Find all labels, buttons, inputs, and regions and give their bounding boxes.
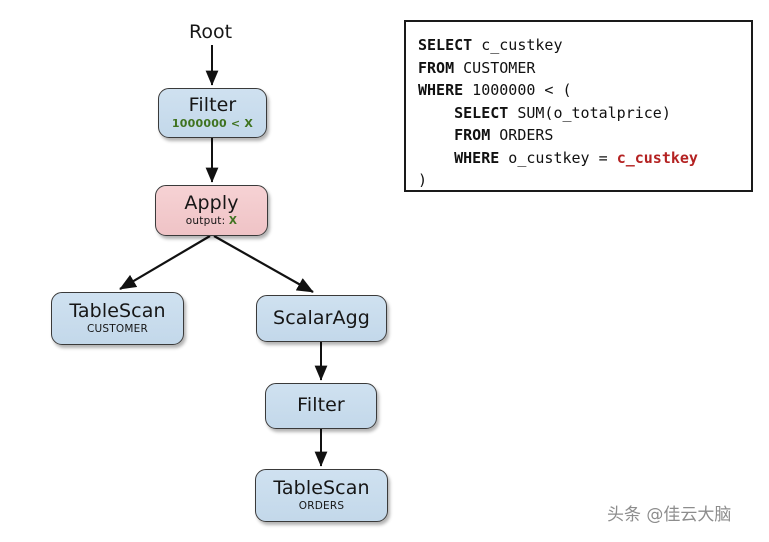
- edge-apply-to-scalaragg: [213, 235, 314, 293]
- sql-text: c_custkey: [472, 36, 563, 54]
- node-apply-output: output: X: [186, 216, 237, 227]
- node-apply-output-prefix: output:: [185, 215, 226, 228]
- sql-line-4: FROM ORDERS: [418, 124, 737, 147]
- sql-text: o_custkey =: [499, 148, 617, 167]
- node-apply-title: Apply: [184, 191, 239, 214]
- watermark-label: 头条 @佳云大脑: [607, 505, 732, 525]
- sql-line-1: FROM CUSTOMER: [418, 57, 737, 80]
- node-tablescan-customer-title: TableScan: [69, 299, 166, 322]
- sql-keyword: FROM: [454, 126, 491, 144]
- node-tablescan-customer[interactable]: TableScan CUSTOMER: [51, 292, 184, 345]
- node-filter-top-title: Filter: [188, 94, 237, 117]
- edge-apply-to-tablescan-customer: [119, 235, 211, 290]
- node-filter-bottom-title: Filter: [297, 394, 345, 417]
- node-tablescan-orders[interactable]: TableScan ORDERS: [255, 469, 388, 522]
- node-scalaragg[interactable]: ScalarAgg: [256, 295, 387, 342]
- sql-line-2: WHERE 1000000 < (: [418, 79, 737, 102]
- sql-text: 1000000 < (: [463, 81, 572, 99]
- node-filter-top[interactable]: Filter 1000000 < X: [158, 88, 267, 138]
- sql-line-3: SELECT SUM(o_totalprice): [418, 102, 737, 125]
- sql-correlated-column: c_custkey: [616, 148, 698, 167]
- node-filter-bottom[interactable]: Filter: [265, 383, 377, 429]
- node-apply-output-var: X: [228, 215, 238, 228]
- sql-text: CUSTOMER: [454, 58, 536, 77]
- sql-keyword: SELECT: [454, 103, 509, 122]
- sql-keyword: SELECT: [418, 36, 473, 54]
- sql-line-0: SELECT c_custkey: [418, 34, 737, 57]
- node-tablescan-customer-table: CUSTOMER: [87, 323, 148, 336]
- sql-keyword: WHERE: [454, 148, 500, 167]
- sql-text: SUM(o_totalprice): [508, 103, 671, 122]
- sql-keyword: FROM: [418, 58, 455, 77]
- node-tablescan-orders-title: TableScan: [273, 476, 370, 499]
- sql-keyword: WHERE: [418, 81, 464, 99]
- node-filter-top-predicate: 1000000 < X: [171, 117, 254, 131]
- node-apply[interactable]: Apply output: X: [155, 185, 268, 236]
- root-label: Root: [189, 21, 233, 43]
- node-tablescan-orders-table: ORDERS: [298, 500, 345, 513]
- sql-line-5: WHERE o_custkey = c_custkey: [418, 147, 737, 170]
- sql-text: ): [418, 171, 428, 189]
- sql-line-6: ): [418, 169, 737, 192]
- sql-text: ORDERS: [490, 126, 554, 144]
- node-scalaragg-title: ScalarAgg: [273, 306, 370, 329]
